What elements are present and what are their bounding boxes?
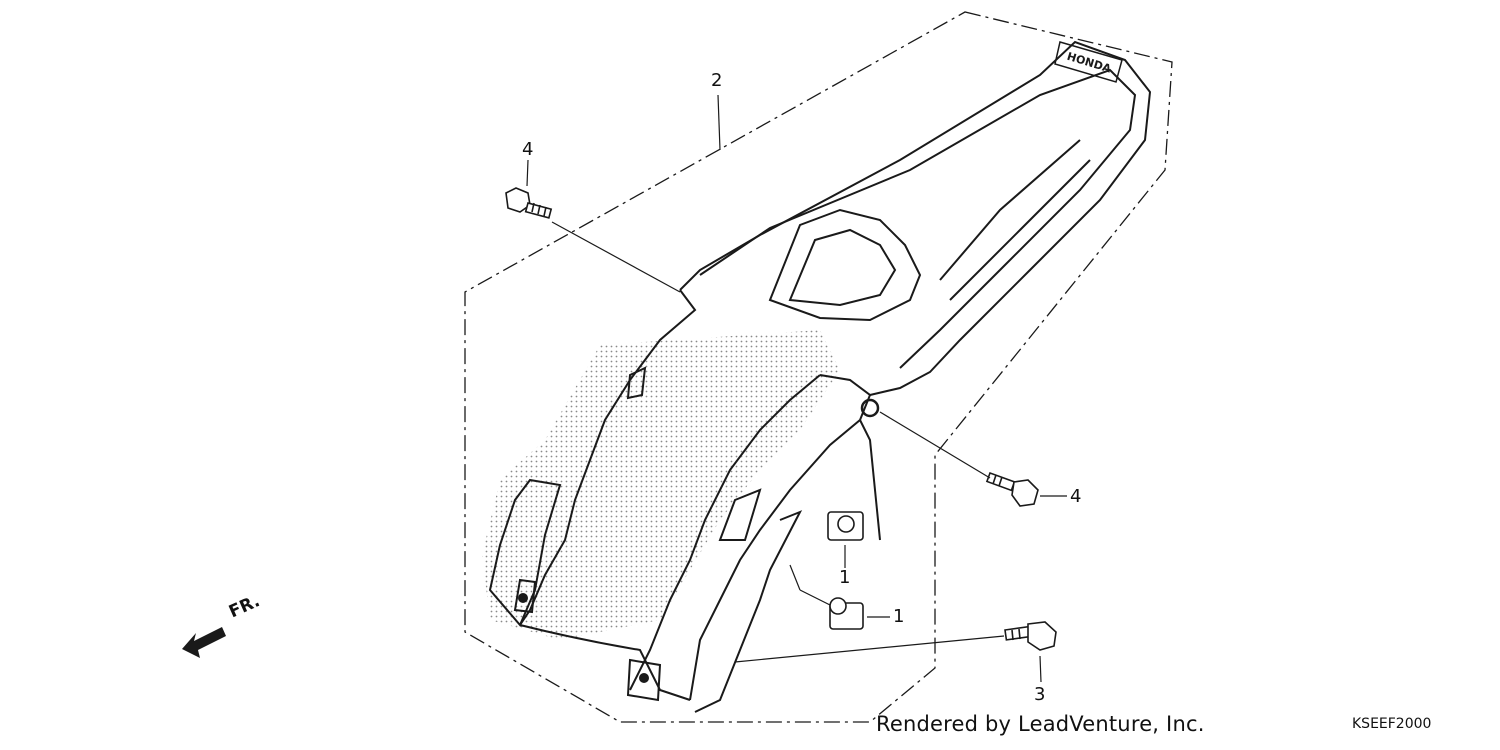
fender-decal-stipple xyxy=(482,330,840,640)
callout-3: 3 xyxy=(1034,684,1046,705)
callout-4-right: 4 xyxy=(1070,486,1082,507)
clip-nut-1-lower xyxy=(829,597,864,630)
render-credit: Rendered by LeadVenture, Inc. xyxy=(876,712,1205,736)
rear-fender xyxy=(488,40,1152,713)
front-direction-arrow-icon xyxy=(182,627,226,658)
callout-4-upper: 4 xyxy=(522,139,534,160)
mount-hole-left xyxy=(518,593,528,603)
callout-1-upper: 1 xyxy=(839,567,851,588)
bolt-4-right xyxy=(985,471,1039,507)
callout-2: 2 xyxy=(711,70,723,91)
mount-hole-upper xyxy=(860,398,880,418)
leader-lines xyxy=(526,94,1067,683)
bolt-3 xyxy=(1004,621,1057,651)
mount-hole-lower xyxy=(639,673,649,683)
assembly-boundary xyxy=(464,11,1173,723)
diagram-code: KSEEF2000 xyxy=(1352,716,1432,732)
callout-1-lower: 1 xyxy=(893,606,905,627)
clip-nut-1-upper xyxy=(827,511,864,541)
bolt-4-upper xyxy=(505,187,553,219)
